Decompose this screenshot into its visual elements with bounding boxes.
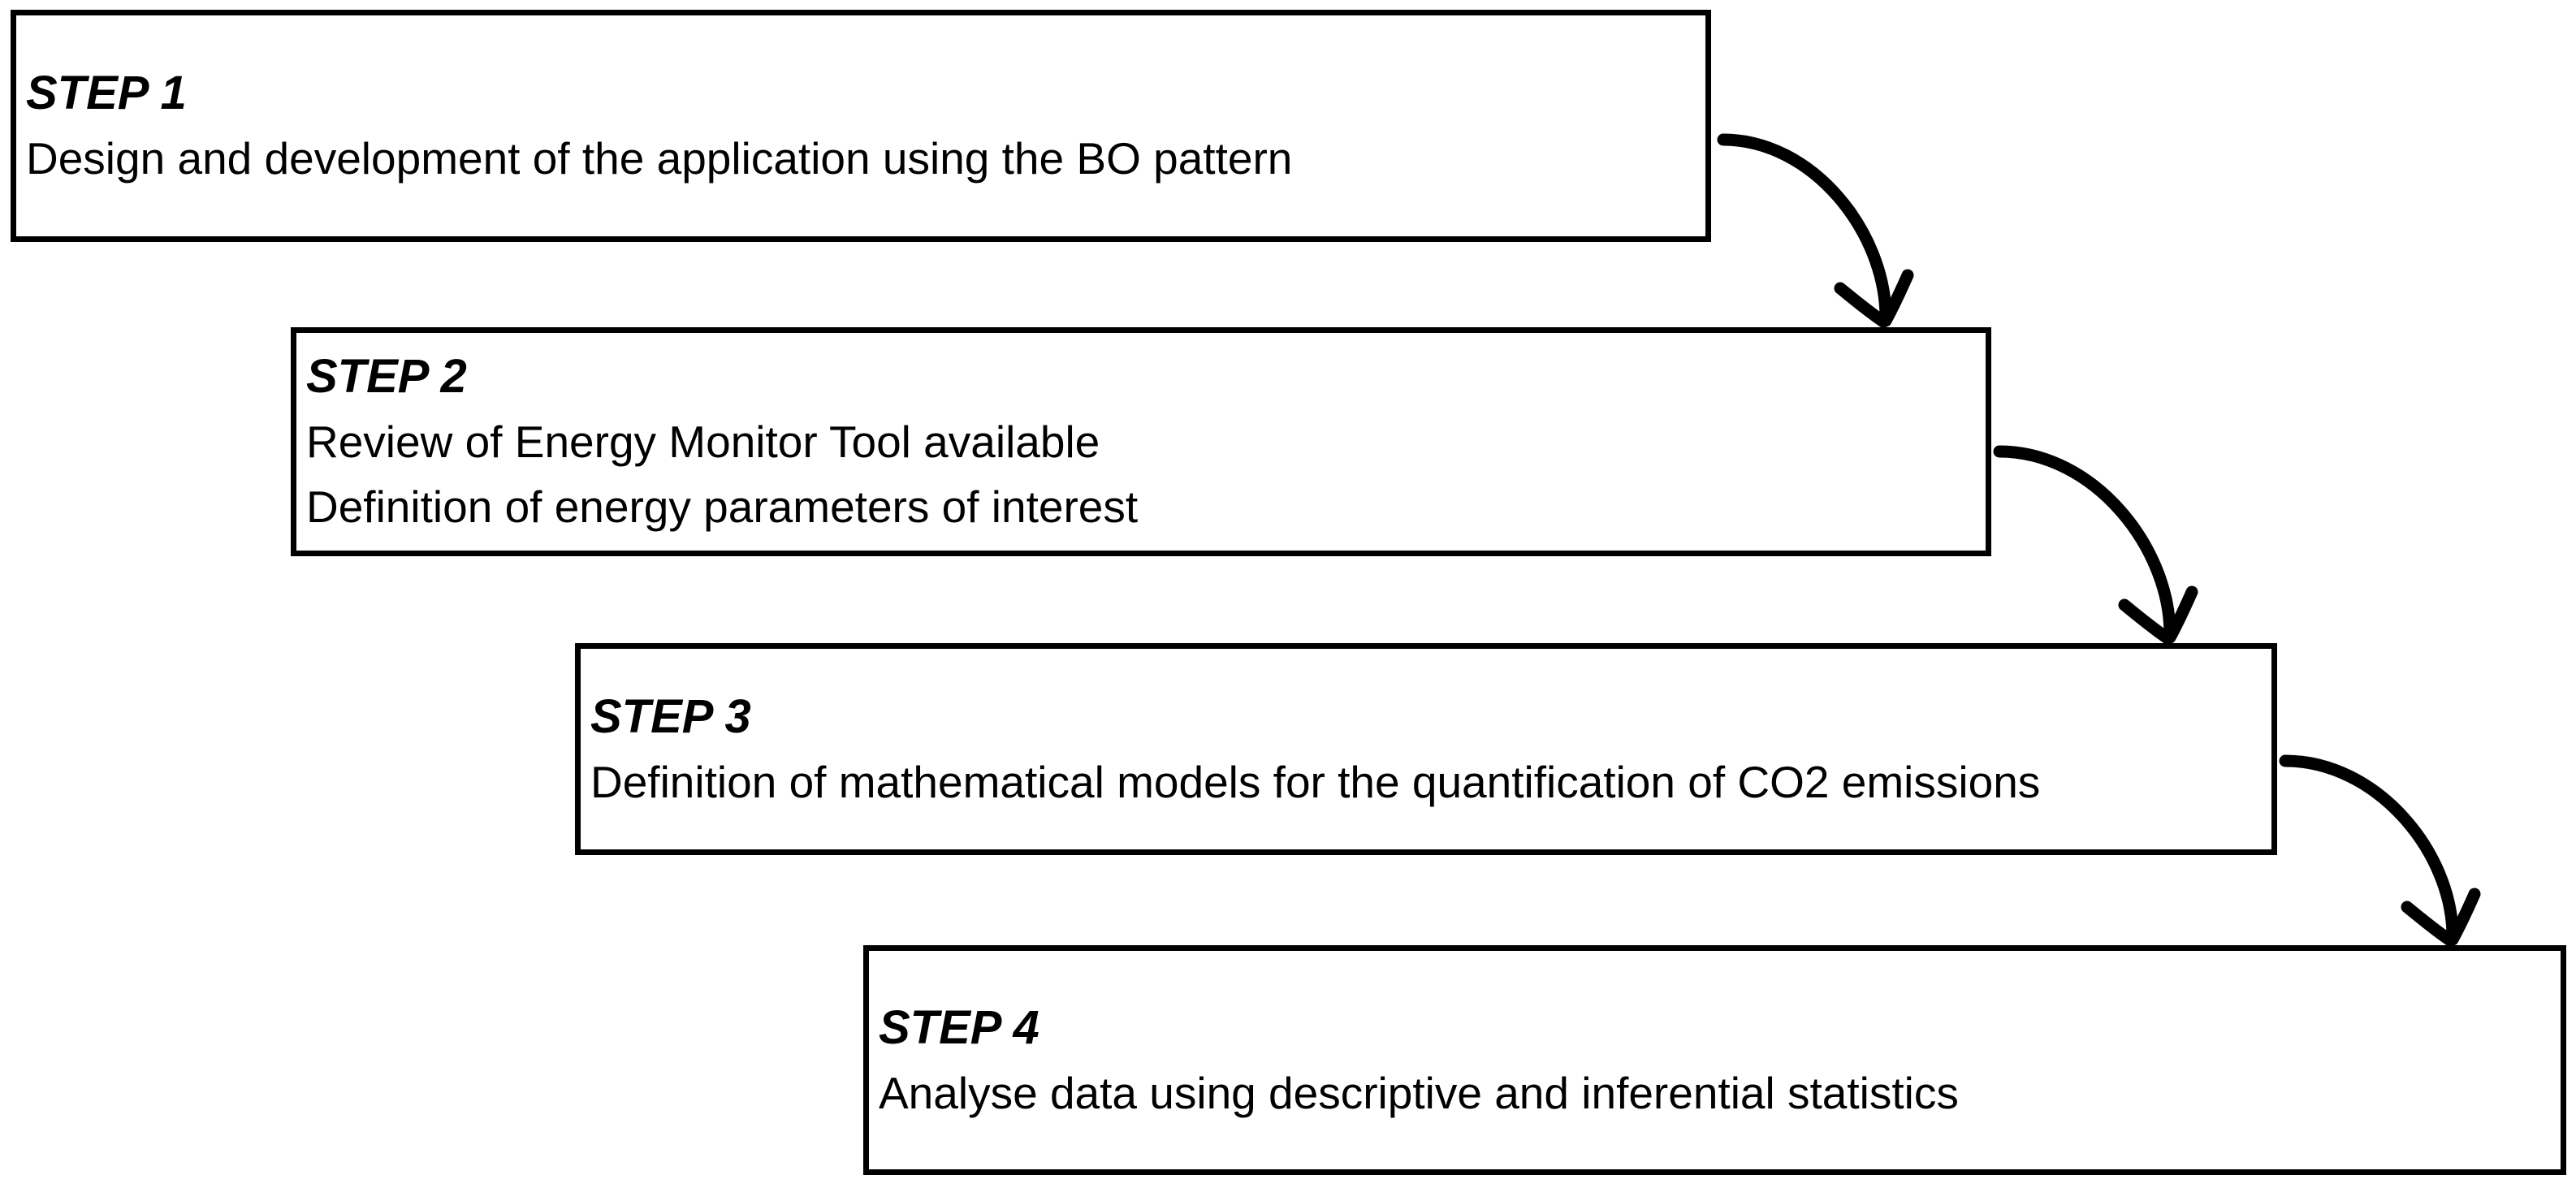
step-4-box: STEP 4 Analyse data using descriptive an… [863,945,2566,1175]
step-3-box: STEP 3 Definition of mathematical models… [575,643,2277,855]
step-3-description: Definition of mathematical models for th… [590,756,2041,807]
curved-arrow-step1-to-step2-icon [1717,133,1914,328]
step-2-description-line-1: Review of Energy Monitor Tool available [306,417,1100,467]
step-4-description: Analyse data using descriptive and infer… [879,1067,1959,1118]
step-3-label: STEP 3 [590,689,751,743]
step-1-label: STEP 1 [26,67,187,119]
step-2-box: STEP 2 Review of Energy Monitor Tool ava… [291,327,1991,556]
step-2-description-line-2: Definition of energy parameters of inter… [306,482,1139,532]
step-2-label: STEP 2 [306,350,467,403]
step-1-box: STEP 1 Design and development of the app… [11,10,1711,242]
step-4-label: STEP 4 [879,1000,1039,1054]
step-1-description: Design and development of the applicatio… [26,133,1293,184]
curved-arrow-step2-to-step3-icon [1993,445,2198,645]
curved-arrow-step3-to-step4-icon [2279,754,2481,947]
